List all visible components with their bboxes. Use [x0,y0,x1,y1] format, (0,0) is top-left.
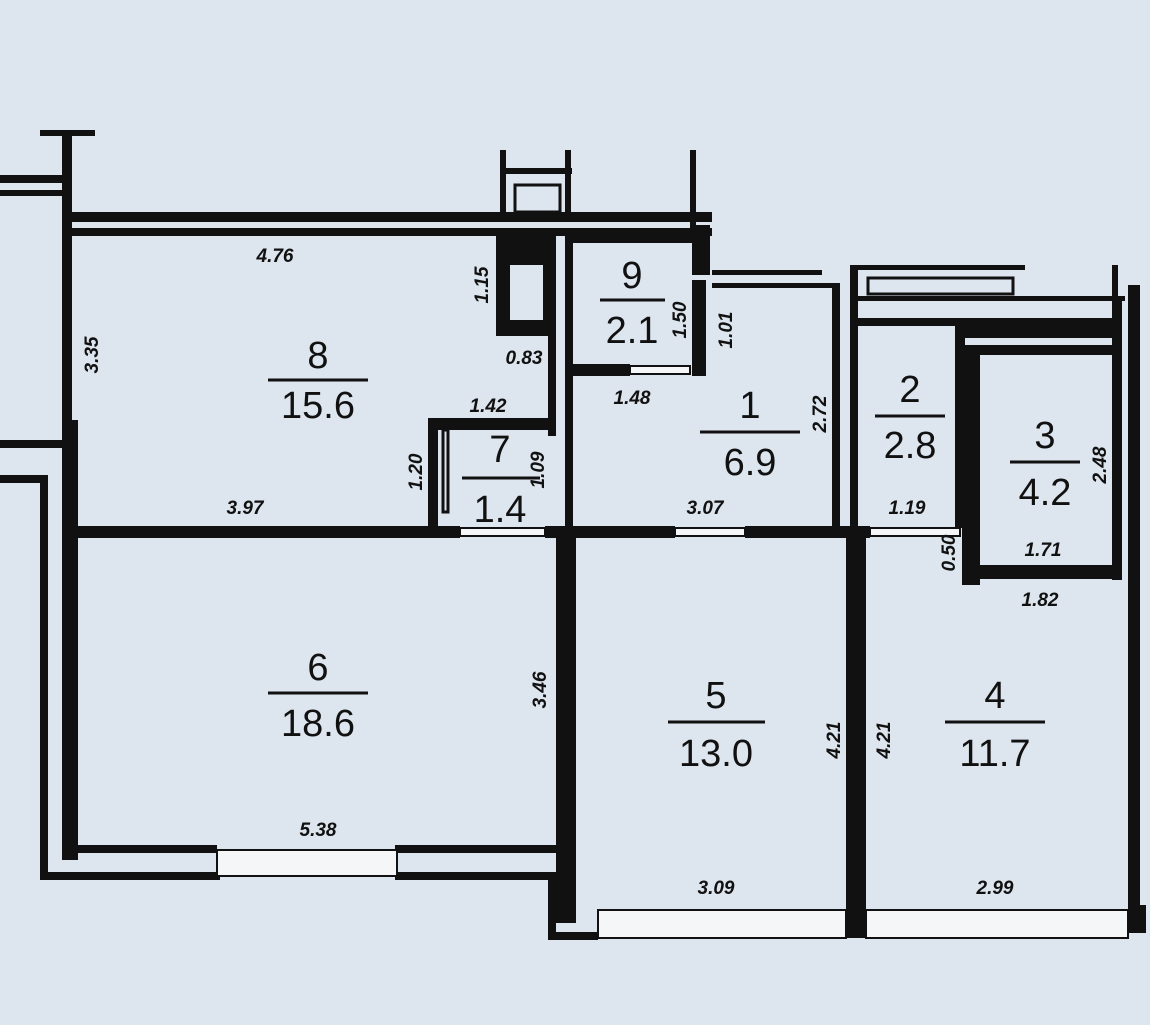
room-number: 8 [307,335,328,377]
dim-label: 0.50 [939,534,960,571]
dim-label: 1.01 [716,312,737,349]
room-number: 1 [739,385,760,427]
dim-label: 2.99 [976,878,1014,899]
room-number: 2 [899,369,920,411]
room-4: 4 11.7 [945,675,1045,775]
dim-label: 4.21 [824,722,845,760]
dim-label: 3.97 [227,498,265,519]
room-area: 13.0 [679,733,753,775]
dim-label: 1.50 [670,301,691,338]
room-number: 3 [1034,415,1055,457]
dim-label: 2.72 [810,395,831,433]
dim-label: 3.09 [698,878,735,899]
room-area: 4.2 [1019,472,1072,514]
dim-label: 1.19 [889,498,926,519]
dim-label: 1.15 [472,266,493,303]
room-number: 7 [489,429,510,471]
room-area: 1.4 [474,489,527,531]
room-area: 11.7 [959,733,1030,775]
dim-label: 5.38 [300,820,337,841]
dim-label: 1.42 [470,396,507,417]
room-number: 4 [984,675,1005,717]
room-6: 6 18.6 [268,647,368,745]
dim-label: 1.71 [1025,540,1062,561]
dim-label: 4.76 [256,246,294,267]
room-number: 5 [705,675,726,717]
walls [0,130,1146,940]
dim-label: 4.21 [874,722,895,760]
room-area: 2.8 [884,425,937,467]
room-number: 9 [621,255,642,297]
room-1: 1 6.9 [700,385,800,484]
dimension-labels: 4.76 3.35 1.15 0.83 1.50 1.01 1.48 1.4 2 … [82,246,1111,899]
dim-label: 0.83 [506,348,543,369]
dim-label: 3.46 [530,671,551,708]
dim-label: 3.07 [687,498,725,519]
dim-label: 1.20 [406,453,427,490]
dim-label: 2.48 [1090,446,1111,484]
room-7: 7 1.4 [462,429,540,531]
room-area: 18.6 [281,703,355,745]
room-8: 8 15.6 [268,335,368,427]
room-2: 2 2.8 [875,369,945,467]
dim-label: 3.35 [82,336,103,373]
room-5: 5 13.0 [668,675,765,775]
dim-label: 1.09 [528,451,549,488]
dim-label: 1.48 [614,388,651,409]
room-area: 6.9 [724,442,777,484]
dim-label: 1.82 [1022,590,1059,611]
room-3: 3 4.2 [1010,415,1080,514]
room-9: 9 2.1 [600,255,665,352]
room-area: 2.1 [606,310,659,352]
room-area: 15.6 [281,385,355,427]
room-number: 6 [307,647,328,689]
